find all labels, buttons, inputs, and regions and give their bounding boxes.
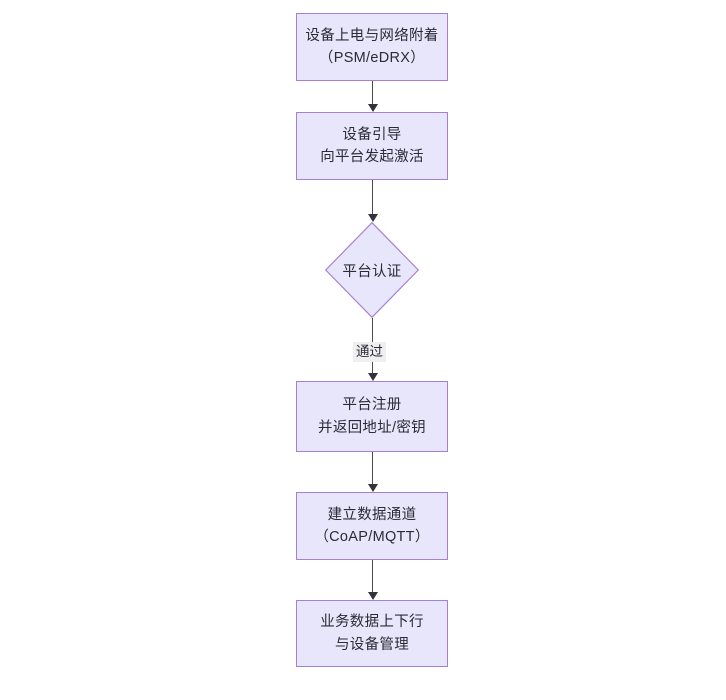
node-power-on-line1: 设备上电与网络附着: [305, 27, 439, 44]
arrowhead-icon: [367, 592, 378, 600]
node-bootstrap-line1: 设备引导: [342, 126, 402, 143]
connector-line: [372, 560, 374, 593]
node-platform-register-line1: 平台注册: [342, 397, 402, 414]
connector-line: [372, 81, 374, 105]
node-bootstrap-line2: 向平台发起激活: [320, 149, 424, 165]
arrowhead-icon: [367, 104, 378, 112]
node-platform-auth[interactable]: 平台认证: [325, 222, 419, 318]
diamond-shape-icon: [325, 222, 419, 318]
node-service-data-line1: 业务数据上下行: [320, 614, 424, 631]
node-data-channel-line2: （CoAP/MQTT）: [314, 529, 430, 545]
arrowhead-icon: [367, 373, 378, 381]
arrowhead-icon: [367, 484, 378, 492]
node-data-channel[interactable]: 建立数据通道 （CoAP/MQTT）: [296, 492, 448, 560]
connector-line: [372, 452, 374, 485]
connector-line: [372, 180, 374, 215]
node-platform-auth-label: 平台认证: [342, 263, 402, 280]
node-power-on[interactable]: 设备上电与网络附着 （PSM/eDRX）: [296, 13, 448, 81]
edge-label-pass: 通过: [353, 342, 386, 362]
node-bootstrap[interactable]: 设备引导 向平台发起激活: [296, 112, 448, 180]
node-data-channel-line1: 建立数据通道: [327, 506, 417, 523]
node-service-data[interactable]: 业务数据上下行 与设备管理: [296, 600, 448, 667]
arrowhead-icon: [367, 214, 378, 222]
node-platform-register[interactable]: 平台注册 并返回地址/密钥: [296, 381, 448, 452]
node-service-data-line2: 与设备管理: [335, 636, 409, 653]
node-power-on-line2: （PSM/eDRX）: [318, 50, 426, 66]
node-platform-register-line2: 并返回地址/密钥: [318, 419, 426, 436]
